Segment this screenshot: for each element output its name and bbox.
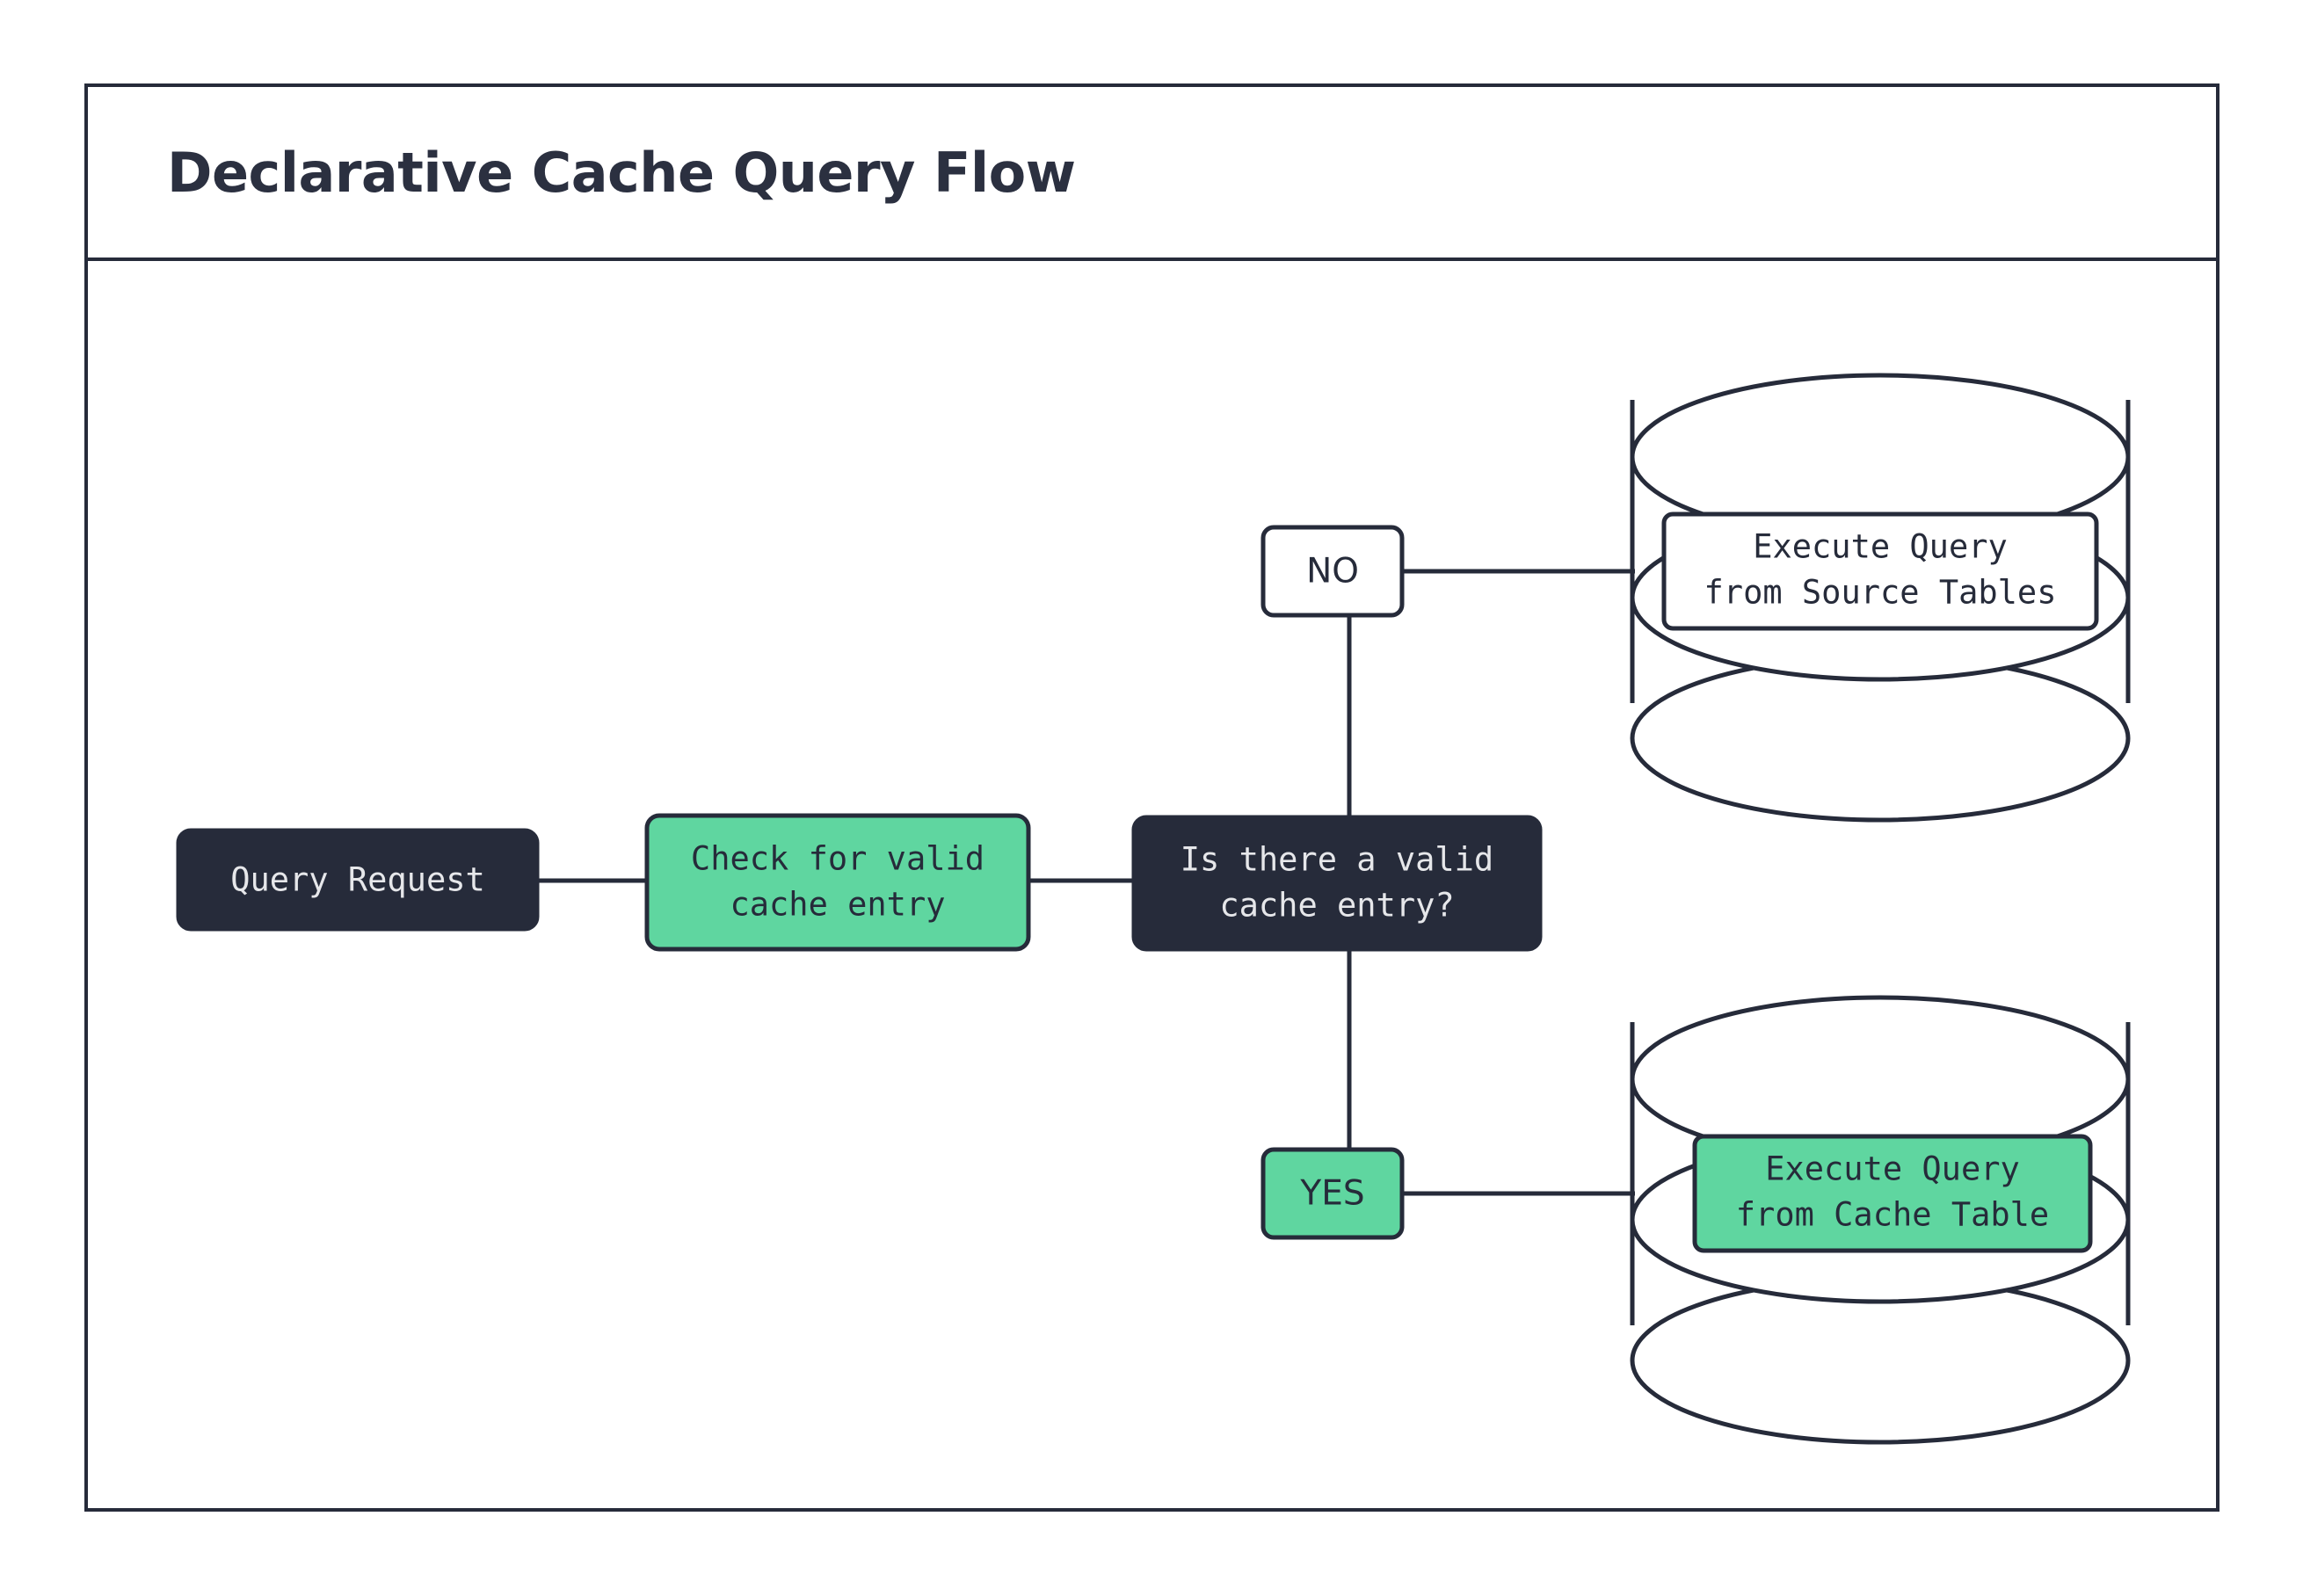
decision-label-line1: Is there a valid <box>1181 841 1493 879</box>
cache-db-label-line2: from Cache Table <box>1736 1196 2049 1234</box>
cache-db-label-box: Execute Query from Cache Table <box>1692 1134 2093 1253</box>
query-request-label: Query Request <box>230 861 485 899</box>
node-branch-yes[interactable]: YES <box>1260 1147 1405 1240</box>
node-query-request[interactable]: Query Request <box>176 828 540 932</box>
source-db-label-line1: Execute Query <box>1753 528 2008 566</box>
decision-label-line2: cache entry? <box>1219 887 1454 925</box>
page-title: Declarative Cache Query Flow <box>167 141 1076 205</box>
branch-yes-label: YES <box>1299 1174 1364 1214</box>
check-cache-label-line1: Check for valid <box>691 840 984 878</box>
cache-db-label-line1: Execute Query <box>1765 1150 2020 1188</box>
branch-no-label: NO <box>1306 552 1359 591</box>
check-cache-label-line2: cache entry <box>730 886 945 924</box>
source-db-label-line2: from Source Tables <box>1704 574 2057 612</box>
node-branch-no[interactable]: NO <box>1260 525 1405 618</box>
node-check-cache[interactable]: Check for valid cache entry <box>644 813 1031 952</box>
source-db-label-box: Execute Query from Source Tables <box>1661 511 2099 631</box>
node-decision[interactable]: Is there a valid cache entry? <box>1131 815 1543 952</box>
